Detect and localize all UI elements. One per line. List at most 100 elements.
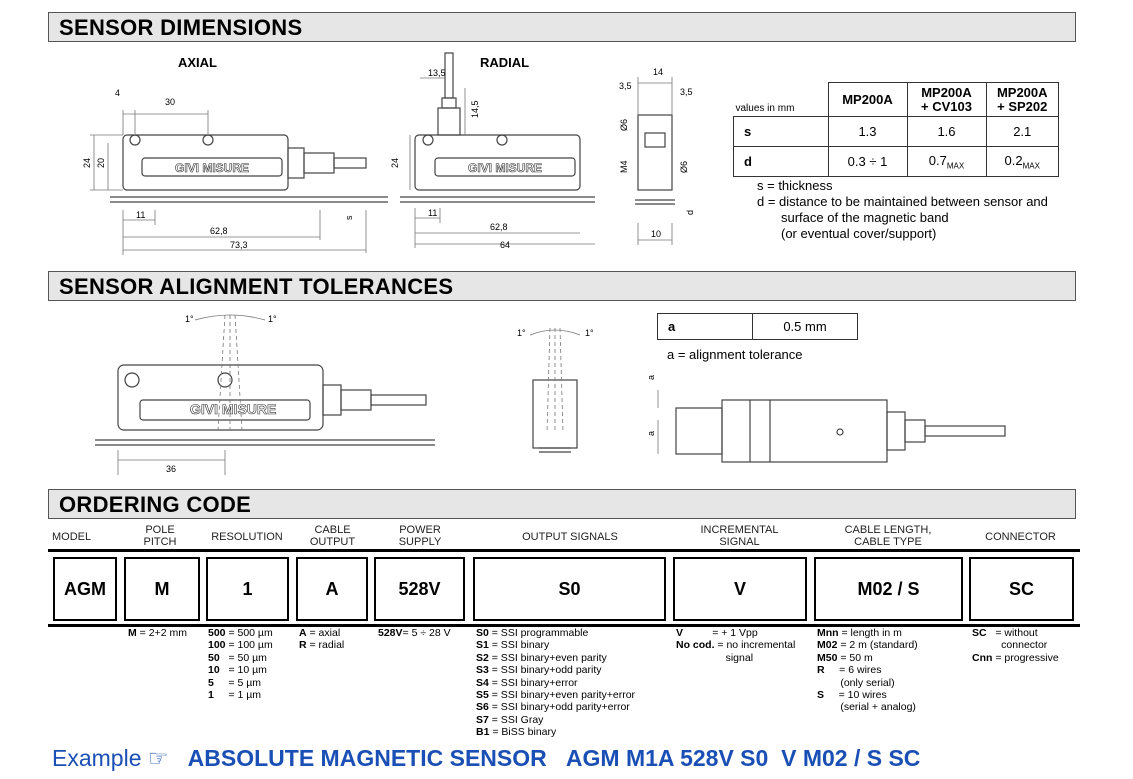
dim-axial-4: 11 xyxy=(136,210,145,220)
section-title-ordering: ORDERING CODE xyxy=(59,492,252,517)
dim-radial-4: 62,8 xyxy=(490,222,508,232)
dim-side-2: 3,5 xyxy=(680,87,693,97)
order-code-frame xyxy=(48,549,1080,627)
legend-line: S4 = SSI binary+error xyxy=(476,676,578,689)
code-cable-length: M02 / S xyxy=(814,557,963,621)
view-label-axial: AXIAL xyxy=(178,55,217,70)
legend-line: S7 = SSI Gray xyxy=(476,713,544,726)
section-title-alignment: SENSOR ALIGNMENT TOLERANCES xyxy=(59,274,454,299)
dim-radial-0: 13,5 xyxy=(428,68,446,78)
legend-line: S5 = SSI binary+even parity+error xyxy=(476,689,636,702)
code-connector: SC xyxy=(969,557,1074,621)
spec-row-label-s: s xyxy=(733,116,829,147)
legend-line: S2 = SSI binary+even parity xyxy=(476,651,607,664)
example-code: AGM M1A 528V S0 V M02 / S SC xyxy=(565,745,921,771)
legend-line: (only serial) xyxy=(817,676,895,689)
section-bar-alignment: SENSOR ALIGNMENT TOLERANCES xyxy=(48,271,1076,301)
dim-axial-3: 20 xyxy=(96,158,106,168)
spec-cell: 0.3 ÷ 1 xyxy=(827,146,908,177)
example-title: ABSOLUTE MAGNETIC SENSOR xyxy=(187,745,547,771)
legend-line: M50 = 50 m xyxy=(817,651,873,664)
spec-cell: 1.3 xyxy=(827,116,908,147)
spec-cell: 0.7MAX xyxy=(906,146,987,177)
spec-cell: 1.6 xyxy=(906,116,987,147)
side-drawing: 14 3,5 3,5 Ø6 M4 Ø6 d 10 xyxy=(619,67,695,245)
dim-axial-2: 24 xyxy=(82,158,92,168)
alignment-value: 0.5 mm xyxy=(752,313,858,340)
dim-radial-2: 24 xyxy=(390,158,400,168)
alignment-drawing-main: 1° 1° 36 GIVI MISURE xyxy=(95,314,435,475)
legend-line: R = 6 wires xyxy=(817,664,882,677)
legend-line: 500 = 500 µm xyxy=(208,627,273,639)
order-header-output-signals: OUTPUT SIGNALS xyxy=(522,531,618,543)
legend-line: signal xyxy=(676,651,754,664)
dim-axial-6: 73,3 xyxy=(230,240,248,250)
spec-row-label-d: d xyxy=(733,146,829,177)
alignment-table: a 0.5 mm xyxy=(657,313,858,340)
code-cable-output: A xyxy=(296,557,368,621)
spec-header-0: MP200A xyxy=(827,82,908,117)
spec-corner: values in mm xyxy=(733,82,829,117)
legend-line: S0 = SSI programmable xyxy=(476,627,589,639)
dim-align-6: a xyxy=(646,431,656,436)
order-header-power-supply: POWER SUPPLY xyxy=(398,524,442,548)
dim-side-4: M4 xyxy=(619,160,629,173)
dim-radial-1: 14,5 xyxy=(470,100,480,118)
radial-drawing: 13,5 14,5 24 11 62,8 64 GIVI MISURE xyxy=(390,52,595,250)
legend-line: S6 = SSI binary+odd parity+error xyxy=(476,701,630,714)
legend-line: SC = without xyxy=(972,627,1038,639)
code-incremental: V xyxy=(673,557,807,621)
alignment-note: a = alignment tolerance xyxy=(667,347,803,362)
code-model: AGM xyxy=(53,557,117,621)
dim-side-1: 3,5 xyxy=(619,81,632,91)
order-header-cable-length: CABLE LENGTH, CABLE TYPE xyxy=(844,524,932,548)
order-header-connector: CONNECTOR xyxy=(985,531,1056,543)
code-power-supply: 528V xyxy=(374,557,465,621)
view-label-radial: RADIAL xyxy=(480,55,530,70)
spec-table: values in mm MP200A MP200A + CV103 MP200… xyxy=(733,82,1059,177)
legend-line: No cod. = no incremental xyxy=(676,639,796,652)
dim-align-2: 36 xyxy=(166,464,176,474)
legend-line: 528V= 5 ÷ 28 V xyxy=(378,627,451,639)
dim-align-4: 1° xyxy=(585,328,594,338)
dim-side-0: 14 xyxy=(653,67,663,77)
legend-line: M02 = 2 m (standard) xyxy=(817,639,918,652)
axial-drawing: 4 30 24 20 11 62,8 73,3 s GIVI MISURE xyxy=(82,88,388,255)
brand-radial: GIVI MISURE xyxy=(468,161,542,175)
legend-line: Mnn = length in m xyxy=(817,627,902,639)
dim-radial-5: 64 xyxy=(500,240,510,250)
dim-align-0: 1° xyxy=(185,314,194,324)
section-title-dimensions: SENSOR DIMENSIONS xyxy=(59,15,303,40)
dim-axial-5: 62,8 xyxy=(210,226,228,236)
spec-header-1: MP200A + CV103 xyxy=(906,82,987,117)
legend-line: 5 = 5 µm xyxy=(208,676,262,689)
legend-line: M = 2+2 mm xyxy=(128,627,187,639)
order-header-model: MODEL xyxy=(52,531,92,543)
alignment-drawing-top: a a xyxy=(646,375,1006,463)
order-header-pole-pitch: POLE PITCH xyxy=(143,524,177,548)
legend-line: (serial + analog) xyxy=(817,701,916,714)
example-prefix: Example ☞ xyxy=(52,745,169,771)
brand-align: GIVI MISURE xyxy=(190,401,276,417)
dim-axial-1: 30 xyxy=(165,97,175,107)
legend-line: S3 = SSI binary+odd parity xyxy=(476,664,602,677)
legend-line: 1 = 1 µm xyxy=(208,689,262,702)
brand-axial: GIVI MISURE xyxy=(175,161,249,175)
alignment-label: a xyxy=(657,313,753,340)
dim-side-3: Ø6 xyxy=(619,119,629,131)
section-bar-ordering: ORDERING CODE xyxy=(48,489,1076,519)
code-resolution: 1 xyxy=(206,557,289,621)
dim-align-1: 1° xyxy=(268,314,277,324)
section-bar-dimensions: SENSOR DIMENSIONS xyxy=(48,12,1076,42)
order-header-incremental: INCREMENTAL SIGNAL xyxy=(700,524,779,548)
dim-align-5: a xyxy=(646,375,656,380)
legend-line: 100 = 100 µm xyxy=(208,639,273,652)
legend-line: V = + 1 Vpp xyxy=(676,627,758,639)
legend-line: connector xyxy=(972,639,1048,652)
dim-axial-0: 4 xyxy=(115,88,120,98)
order-header-resolution: RESOLUTION xyxy=(211,531,283,543)
